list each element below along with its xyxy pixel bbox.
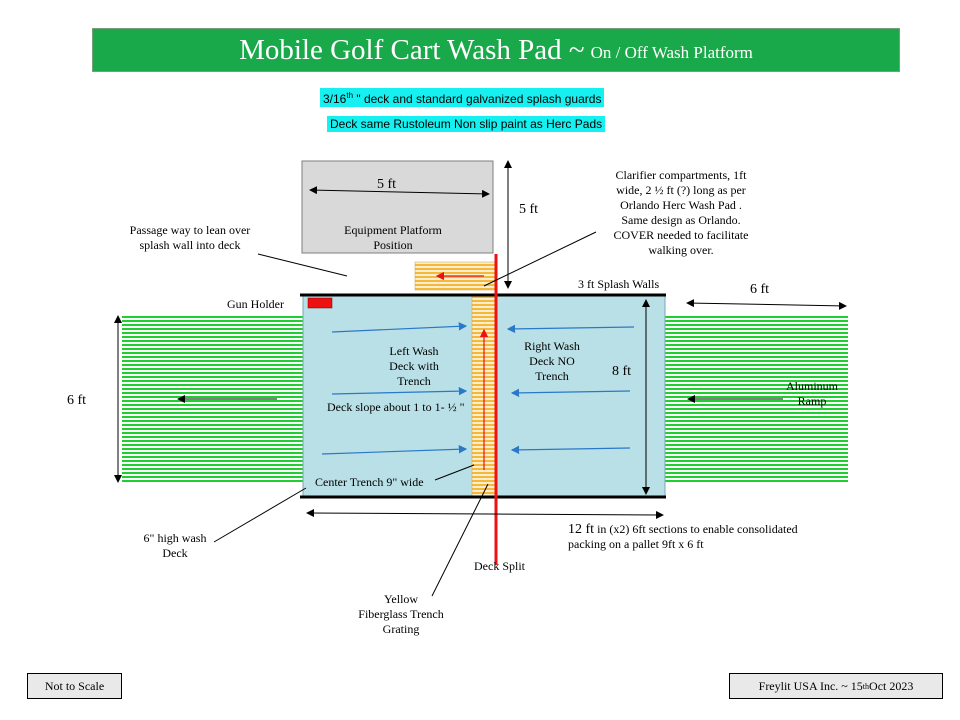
deck-length-label: 12 ft in (x2) 6ft sections to enable con… (568, 522, 798, 552)
platform-width-label: 5 ft (377, 177, 397, 192)
right-ramp-length-arrow (686, 299, 847, 310)
deck-height-line-1: 6" high wash (143, 531, 207, 545)
grating-line-3: Grating (382, 622, 420, 636)
grating-line-1: Yellow (383, 592, 419, 606)
right-deck-label: Right Wash Deck NO Trench (512, 339, 592, 384)
deck-height-label: 6" high wash Deck (130, 531, 220, 561)
passage-leader (257, 253, 348, 277)
credit-sup: th (862, 681, 870, 691)
page-title: Mobile Golf Cart Wash Pad ~ (239, 33, 585, 66)
equipment-platform-label: Equipment Platform Position (337, 223, 449, 253)
clarifier-note-line-5: COVER needed to facilitate (613, 228, 749, 242)
scale-note-box: Not to Scale (27, 673, 122, 699)
grating-line-2: Fiberglass Trench (358, 607, 444, 621)
left-deck-label: Left Wash Deck with Trench (374, 344, 454, 389)
clarifier-note-line-3: Orlando Herc Wash Pad . (620, 198, 742, 212)
flow-arrow-right-2 (510, 388, 631, 398)
clarifier-note: Clarifier compartments, 1ft wide, 2 ½ ft… (592, 168, 770, 258)
flow-arrow-right-3 (510, 445, 631, 455)
platform-width-arrow (309, 186, 490, 198)
deck-thickness-sup: th (346, 91, 354, 100)
gun-holder-label: Gun Holder (227, 297, 284, 311)
clarifier-leader (483, 231, 597, 287)
right-deck-line-2: Deck NO (529, 354, 575, 368)
scale-note: Not to Scale (44, 678, 105, 693)
deck-split-label: Deck Split (474, 559, 525, 573)
platform-depth-label: 5 ft (519, 202, 539, 217)
passage-note-line-2: splash wall into deck (139, 238, 241, 252)
passage-note-line-1: Passage way to lean over (129, 223, 251, 237)
passage-note: Passage way to lean over splash wall int… (110, 223, 270, 253)
deck-thickness-text: " deck and standard galvanized splash gu… (353, 92, 602, 106)
right-ramp-length-label: 6 ft (750, 282, 770, 297)
deck-length-arrow (306, 509, 664, 519)
credit-date: Oct 2023 (869, 678, 914, 693)
aluminum-ramp-label: Aluminum Ramp (772, 379, 852, 409)
left-deck-line-1: Left Wash (389, 344, 439, 358)
right-deck-line-3: Trench (535, 369, 569, 383)
clarifier-note-line-1: Clarifier compartments, 1ft (615, 168, 747, 182)
aluminum-ramp-line-2: Ramp (797, 394, 827, 408)
deck-height-leader (213, 487, 307, 543)
flow-arrow-left-1 (331, 322, 468, 333)
deck-height-line-2: Deck (162, 546, 188, 560)
deck-length-note-1: in (x2) 6ft sections to enable consolida… (594, 522, 798, 536)
flow-arrow-left-2 (331, 386, 468, 396)
deck-thickness-note: 3/16th " deck and standard galvanized sp… (320, 88, 605, 107)
trench-leader (434, 464, 475, 481)
equipment-platform-line-1: Equipment Platform (344, 223, 442, 237)
equipment-platform-line-2: Position (373, 238, 413, 252)
paint-note: Deck same Rustoleum Non slip paint as He… (327, 116, 606, 132)
grating-label: Yellow Fiberglass Trench Grating (346, 592, 456, 637)
grating-leader (431, 483, 489, 597)
aluminum-ramp-line-1: Aluminum (785, 379, 838, 393)
credit-text: Freylit USA Inc. ~ 15 (758, 678, 863, 693)
left-deck-line-2: Deck with (389, 359, 439, 373)
clarifier-note-line-6: walking over. (648, 243, 714, 257)
deck-depth-label: 8 ft (612, 364, 632, 379)
gun-holder-marker (307, 297, 333, 309)
deck-slope-label: Deck slope about 1 to 1- ½ " (327, 400, 465, 414)
page-subtitle: On / Off Wash Platform (590, 43, 753, 62)
right-deck-line-1: Right Wash (524, 339, 580, 353)
equipment-platform (301, 160, 494, 254)
title-banner: Mobile Golf Cart Wash Pad ~ On / Off Was… (92, 28, 900, 72)
deck-length-note-2: packing on a pallet 9ft x 6 ft (568, 537, 704, 551)
deck-length-value: 12 ft (568, 522, 595, 537)
clarifier-note-line-4: Same design as Orlando. (621, 213, 741, 227)
splash-walls-label: 3 ft Splash Walls (578, 277, 660, 291)
left-deck-line-3: Trench (397, 374, 431, 388)
clarifier-note-line-2: wide, 2 ½ ft (?) long as per (616, 183, 746, 197)
deck-thickness-value: 3/16 (323, 92, 347, 106)
flow-arrow-right-1 (506, 324, 635, 334)
center-trench-label: Center Trench 9" wide (315, 475, 424, 489)
flow-arrow-left-3 (321, 445, 468, 455)
ramp-width-label: 6 ft (67, 393, 87, 408)
